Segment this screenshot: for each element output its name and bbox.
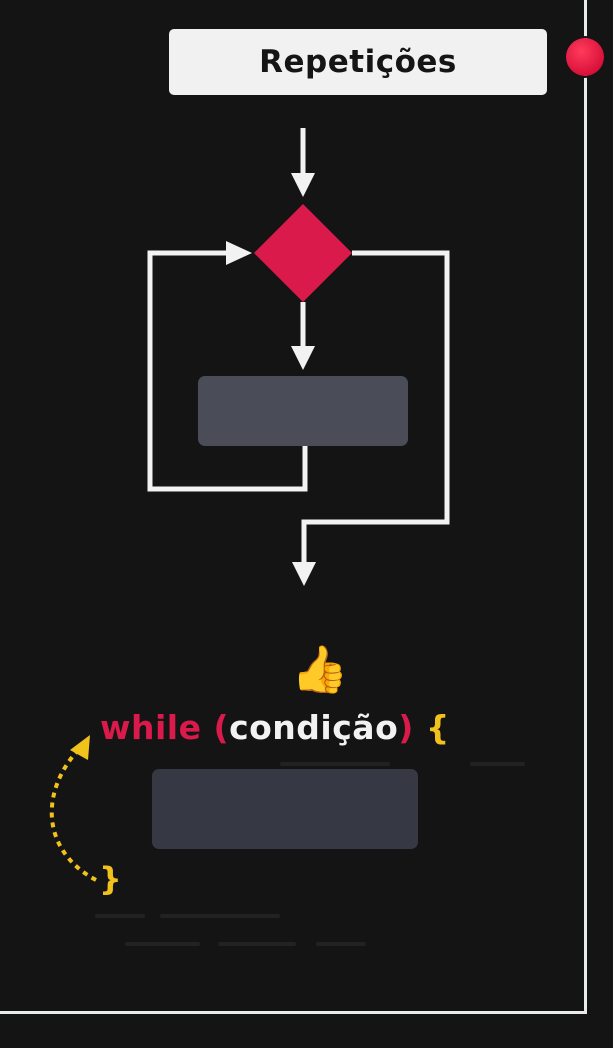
ghost-line [316, 942, 366, 946]
exit-arrow [292, 250, 450, 586]
open-brace: { [425, 708, 450, 747]
frame-right-border [584, 0, 587, 1014]
record-dot-icon [566, 38, 604, 76]
ghost-line [160, 914, 280, 918]
ghost-line [470, 762, 525, 766]
dotted-loop-arrow [49, 735, 97, 882]
ghost-line [95, 914, 145, 918]
close-brace: } [99, 860, 122, 898]
close-paren: ) [398, 708, 414, 747]
while-statement: while (condição) { [100, 708, 450, 747]
entry-arrow [291, 128, 315, 197]
decision-diamond [254, 204, 352, 302]
true-branch-arrow [291, 302, 315, 370]
code-body-block [152, 769, 418, 849]
while-keyword: while [100, 708, 202, 747]
ghost-line [218, 942, 296, 946]
thumbs-up-icon: 👍 [291, 642, 349, 696]
condition-text: condição [229, 708, 399, 747]
ghost-line [125, 942, 200, 946]
title-box: Repetições [169, 29, 547, 95]
open-paren: ( [213, 708, 230, 747]
page-title: Repetições [259, 44, 457, 80]
ghost-line [280, 762, 390, 766]
loop-back-arrow [147, 241, 308, 492]
frame-bottom-border [0, 1011, 587, 1014]
process-block [198, 376, 408, 446]
